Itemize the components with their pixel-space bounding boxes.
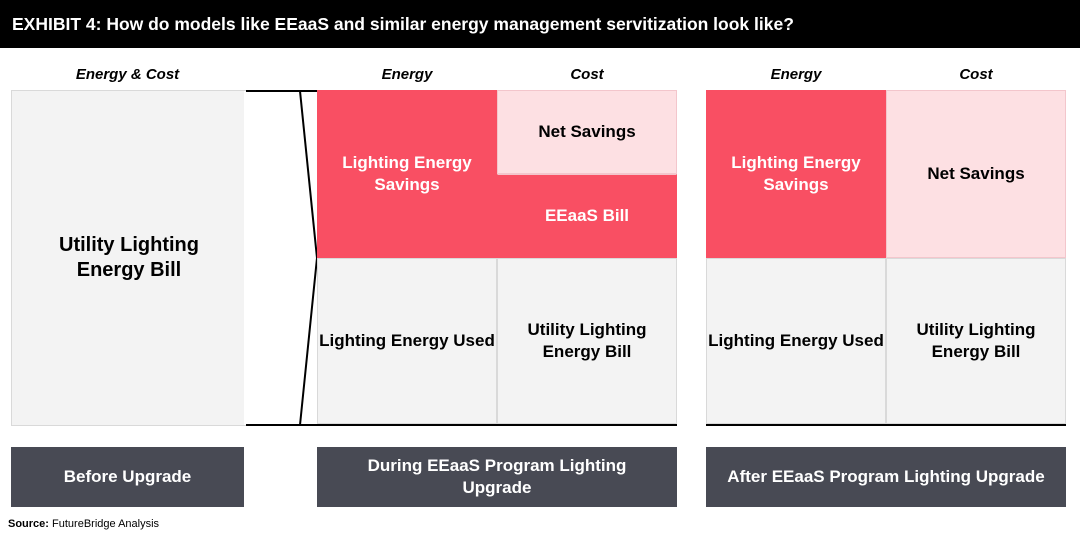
phase-label-before-text: Before Upgrade (63, 467, 192, 486)
during-utility-bill-box: Utility Lighting Energy Bill (497, 258, 677, 424)
during-energy-used-label: Lighting Energy Used (319, 331, 495, 350)
after-net-savings-label: Net Savings (927, 164, 1025, 183)
phase-label-during: During EEaaS Program Lighting Upgrade (317, 447, 677, 507)
after-energy-savings-label: Lighting Energy Savings (731, 153, 861, 194)
column-header-during-energy: Energy (381, 66, 433, 83)
column-header-after-energy: Energy (770, 66, 822, 83)
phase-label-during-text: During EEaaS Program Lighting Upgrade (367, 456, 627, 497)
after-net-savings-box: Net Savings (886, 90, 1066, 258)
during-energy-used-box: Lighting Energy Used (317, 258, 497, 424)
source-label: Source: (8, 518, 49, 530)
during-net-savings-label: Net Savings (538, 122, 636, 141)
column-header-energy-cost: Energy & Cost (75, 66, 180, 83)
during-net-savings-box: Net Savings (497, 90, 677, 174)
during-energy-savings-label: Lighting Energy Savings (342, 153, 472, 194)
during-utility-bill-label: Utility Lighting Energy Bill (527, 320, 647, 361)
during-eeaas-bill-label: EEaaS Bill (544, 206, 630, 225)
during-energy-savings-box: Lighting Energy Savings (317, 90, 497, 258)
before-utility-bill-label: Utility Lighting Energy Bill (59, 234, 199, 281)
after-utility-bill-box: Utility Lighting Energy Bill (886, 258, 1066, 424)
exhibit-title: EXHIBIT 4: How do models like EEaaS and … (0, 0, 1080, 48)
after-utility-bill-label: Utility Lighting Energy Bill (916, 320, 1036, 361)
after-energy-used-box: Lighting Energy Used (706, 258, 886, 424)
source-text: FutureBridge Analysis (52, 518, 160, 530)
phase-label-before: Before Upgrade (11, 447, 244, 507)
during-eeaas-bill-box: EEaaS Bill (497, 174, 677, 258)
source-note: Source: FutureBridge Analysis (8, 518, 159, 530)
phase-label-after-text: After EEaaS Program Lighting Upgrade (727, 467, 1045, 486)
after-energy-savings-box: Lighting Energy Savings (706, 90, 886, 258)
column-header-during-cost: Cost (570, 66, 604, 83)
phase-label-after: After EEaaS Program Lighting Upgrade (706, 447, 1066, 507)
column-header-after-cost: Cost (959, 66, 993, 83)
gap-divider (677, 89, 706, 427)
before-utility-bill-box: Utility Lighting Energy Bill (11, 90, 247, 426)
after-energy-used-label: Lighting Energy Used (708, 331, 884, 350)
